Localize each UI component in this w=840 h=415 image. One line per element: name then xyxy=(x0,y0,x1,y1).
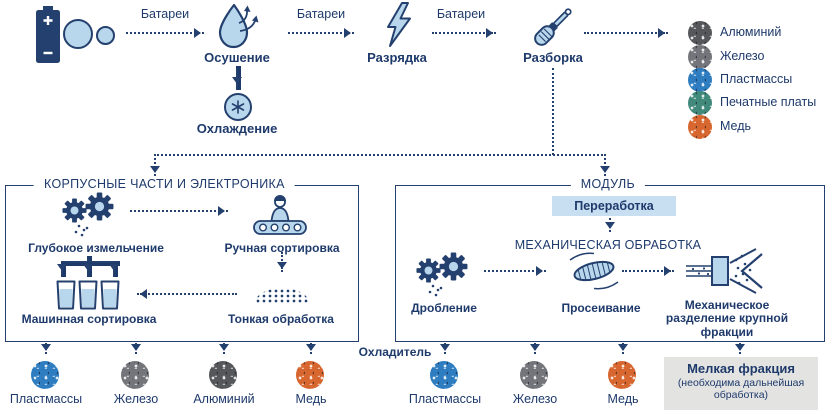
output-label-copper-right: Медь xyxy=(607,392,639,406)
output-swatch-plastics-left xyxy=(31,361,59,389)
step-label-sieving: Просеивание xyxy=(561,301,641,315)
housing-box-title: КОРПУСНЫЕ ЧАСТИ И ЭЛЕКТРОНИКА xyxy=(34,177,295,191)
mechanical-separator-icon xyxy=(686,248,763,294)
lightning-icon xyxy=(387,2,411,47)
sieve-icon xyxy=(569,252,619,290)
branch-arrow-2 xyxy=(83,262,93,277)
arrow-recycling-to-mechanical xyxy=(605,218,615,232)
arrow-label-batteries-2: Батареи xyxy=(296,7,346,21)
arrow-crushing-to-sieving xyxy=(484,266,546,276)
arrow-out-copper-left xyxy=(306,343,316,354)
stage-label-disassembly: Разборка xyxy=(523,50,583,65)
material-swatch-aluminium xyxy=(688,21,712,45)
output-swatch-copper-left xyxy=(296,361,324,389)
battery-icon xyxy=(36,6,60,63)
fine-fraction-note: (необходима дальнейшая обработка) xyxy=(677,376,805,401)
output-swatch-iron-right xyxy=(520,361,548,389)
material-swatch-pcb xyxy=(688,91,712,115)
output-swatch-aluminium-left xyxy=(209,361,237,389)
arrow-batteries-to-discharge xyxy=(288,28,354,38)
fine-particles-pile-icon xyxy=(255,288,309,303)
recycling-highlight: Переработка xyxy=(552,196,676,216)
arrow-out-iron-left xyxy=(131,343,141,354)
arrow-batteries-to-disassembly xyxy=(432,28,496,38)
output-swatch-iron-left xyxy=(121,361,149,389)
output-label-iron-right: Железо xyxy=(512,392,558,406)
arrow-fine-to-machine xyxy=(137,289,237,299)
material-label-plastics: Пластмассы xyxy=(720,72,793,86)
arrow-out-fine-fraction xyxy=(735,343,745,354)
branch-arrow-1 xyxy=(57,262,67,277)
arrow-sieving-to-separation xyxy=(622,266,674,276)
material-label-iron: Железо xyxy=(720,49,765,63)
output-swatch-plastics-right xyxy=(430,361,458,389)
arrow-shredding-to-manual xyxy=(130,206,228,216)
snowflake-icon xyxy=(224,93,252,121)
arrow-out-aluminium-left xyxy=(219,343,229,354)
output-label-aluminium-left: Алюминий xyxy=(193,392,255,406)
output-label-iron-left: Железо xyxy=(113,392,159,406)
branch-arrow-3 xyxy=(109,262,119,277)
material-label-pcb: Печатные платы xyxy=(720,95,817,109)
water-drop-evaporation-icon xyxy=(218,3,259,49)
arrow-drying-to-cooling xyxy=(232,66,242,90)
screwdriver-icon xyxy=(534,8,572,46)
arrow-into-housing-box xyxy=(150,154,160,176)
arrow-out-plastics-left xyxy=(41,343,51,354)
material-swatch-iron xyxy=(688,45,712,69)
step-label-fine-processing: Тонкая обработка xyxy=(228,312,334,326)
step-label-manual-sorting: Ручная сортировка xyxy=(224,241,340,255)
fine-fraction-box: Мелкая фракция (необходима дальнейшая об… xyxy=(664,357,818,410)
step-label-deep-shredding: Глубокое измельчение xyxy=(28,241,164,255)
stage-label-drying: Осушение xyxy=(204,50,270,65)
manual-sorting-worker-icon xyxy=(253,195,307,235)
step-label-separation: Механическое разделение крупной фракции xyxy=(665,298,789,339)
connector-split-horizontal xyxy=(154,154,606,156)
arrow-batteries-to-drying xyxy=(126,28,204,38)
stage-label-cooling: Охлаждение xyxy=(196,121,278,136)
step-label-machine-sorting: Машинная сортировка xyxy=(21,312,157,326)
material-swatch-copper xyxy=(688,115,712,139)
sorting-bins-icon xyxy=(56,280,120,310)
arrow-out-iron-right xyxy=(530,343,540,354)
material-label-copper: Медь xyxy=(720,119,752,133)
mechanical-processing-label: МЕХАНИЧЕСКАЯ ОБРАБОТКА xyxy=(514,238,702,252)
output-label-copper-left: Медь xyxy=(295,392,327,406)
arrow-manual-to-fine xyxy=(277,252,287,272)
connector-disassembly-down xyxy=(552,68,554,155)
arrow-label-batteries-3: Батареи xyxy=(436,7,486,21)
material-swatch-plastics xyxy=(688,68,712,92)
arrow-disassembly-to-materials xyxy=(584,28,668,38)
material-label-aluminium: Алюминий xyxy=(720,25,782,39)
module-box-title: МОДУЛЬ xyxy=(570,177,645,191)
output-swatch-copper-right xyxy=(608,361,636,389)
shredder-gears-icon xyxy=(62,192,114,237)
button-cell-small-icon xyxy=(96,26,115,45)
arrow-out-plastics-right xyxy=(440,343,450,354)
arrow-into-module-box xyxy=(600,154,610,176)
fine-fraction-title: Мелкая фракция xyxy=(687,361,795,376)
coolant-label: Охладитель xyxy=(358,345,432,359)
output-label-plastics-left: Пластмассы xyxy=(9,392,83,406)
step-label-crushing: Дробление xyxy=(411,301,477,315)
arrow-out-copper-right xyxy=(618,343,628,354)
stage-label-discharge: Разрядка xyxy=(367,50,427,65)
button-cell-icon xyxy=(63,19,93,49)
output-label-plastics-right: Пластмассы xyxy=(408,392,482,406)
arrow-label-batteries-1: Батареи xyxy=(140,7,190,21)
crushing-gears-icon xyxy=(416,252,468,297)
